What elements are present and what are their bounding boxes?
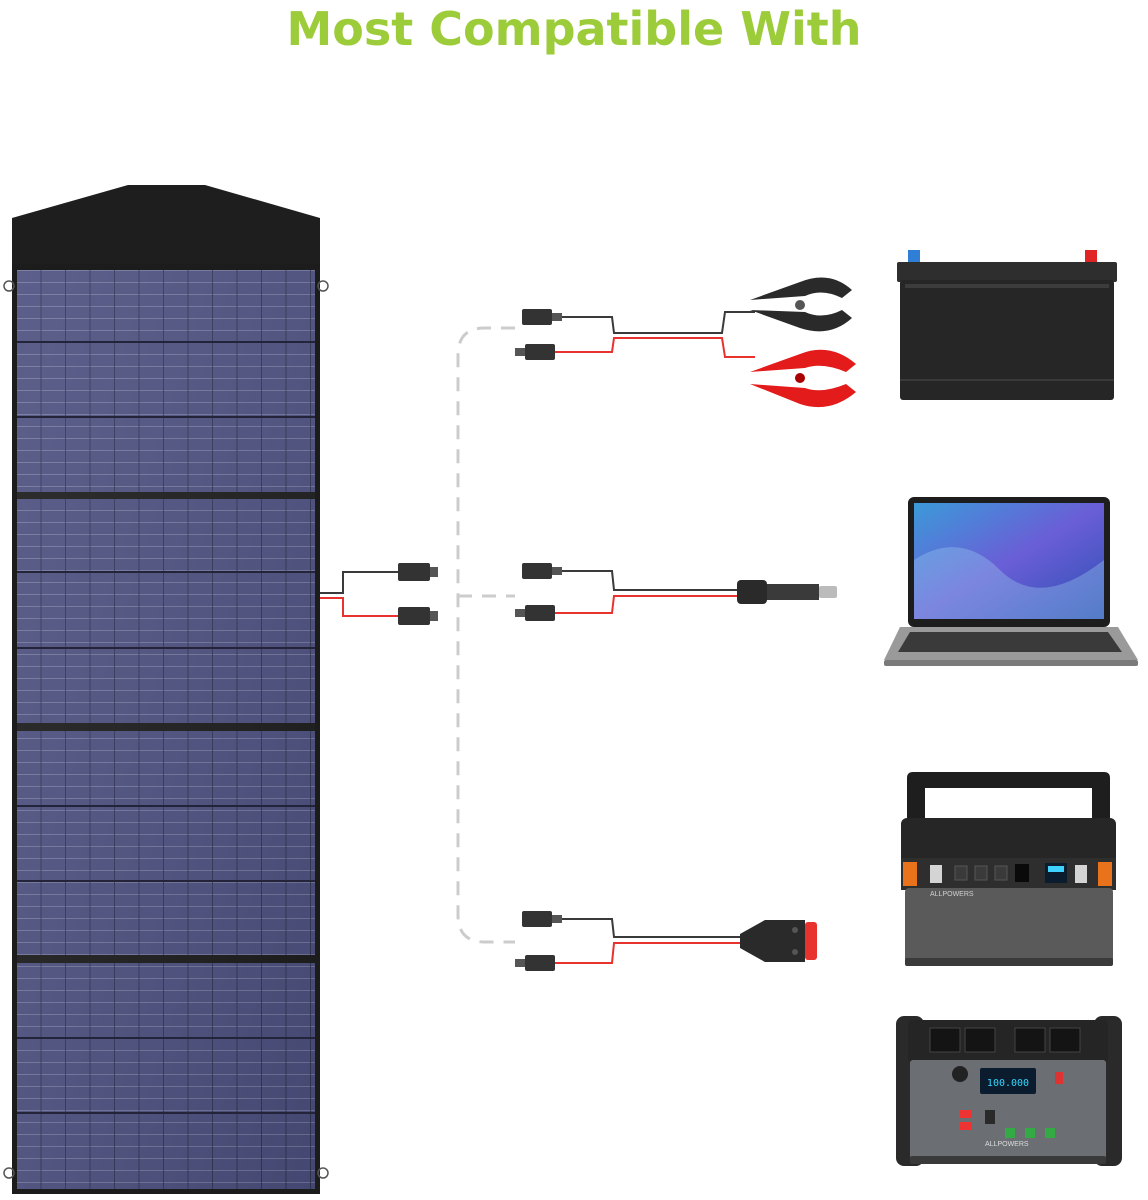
mc4-connector-icon <box>398 563 438 625</box>
carry-handle <box>907 772 1110 820</box>
solar-panel <box>3 185 329 1194</box>
negative-terminal-icon <box>908 250 920 264</box>
panel-top-flap <box>12 185 320 266</box>
dashed-connection-lines <box>456 326 515 944</box>
power-station-small: ALLPOWERS <box>901 772 1116 966</box>
power-station-large: 100.000 ALLPOWERS <box>896 1016 1122 1166</box>
alligator-clip-cable <box>515 277 856 408</box>
keyboard-icon <box>898 632 1122 652</box>
page-title: Most Compatible With <box>286 2 862 56</box>
lcd-reading: 100.000 <box>987 1078 1029 1089</box>
positive-terminal-icon <box>1085 250 1097 264</box>
dc-barrel-cable <box>515 563 837 621</box>
brand-label-small: ALLPOWERS <box>930 891 974 898</box>
laptop-screen <box>914 503 1104 619</box>
car-battery <box>897 250 1117 400</box>
black-clip-icon <box>750 277 852 332</box>
lcd-display <box>980 1068 1036 1094</box>
dc-plug-icon <box>737 580 837 604</box>
red-clip-icon <box>750 349 856 408</box>
laptop <box>884 497 1138 666</box>
panel-mc4-cable <box>320 563 438 625</box>
anderson-cable <box>515 911 817 971</box>
anderson-plug-icon <box>740 920 817 962</box>
brand-label-large: ALLPOWERS <box>985 1141 1029 1148</box>
